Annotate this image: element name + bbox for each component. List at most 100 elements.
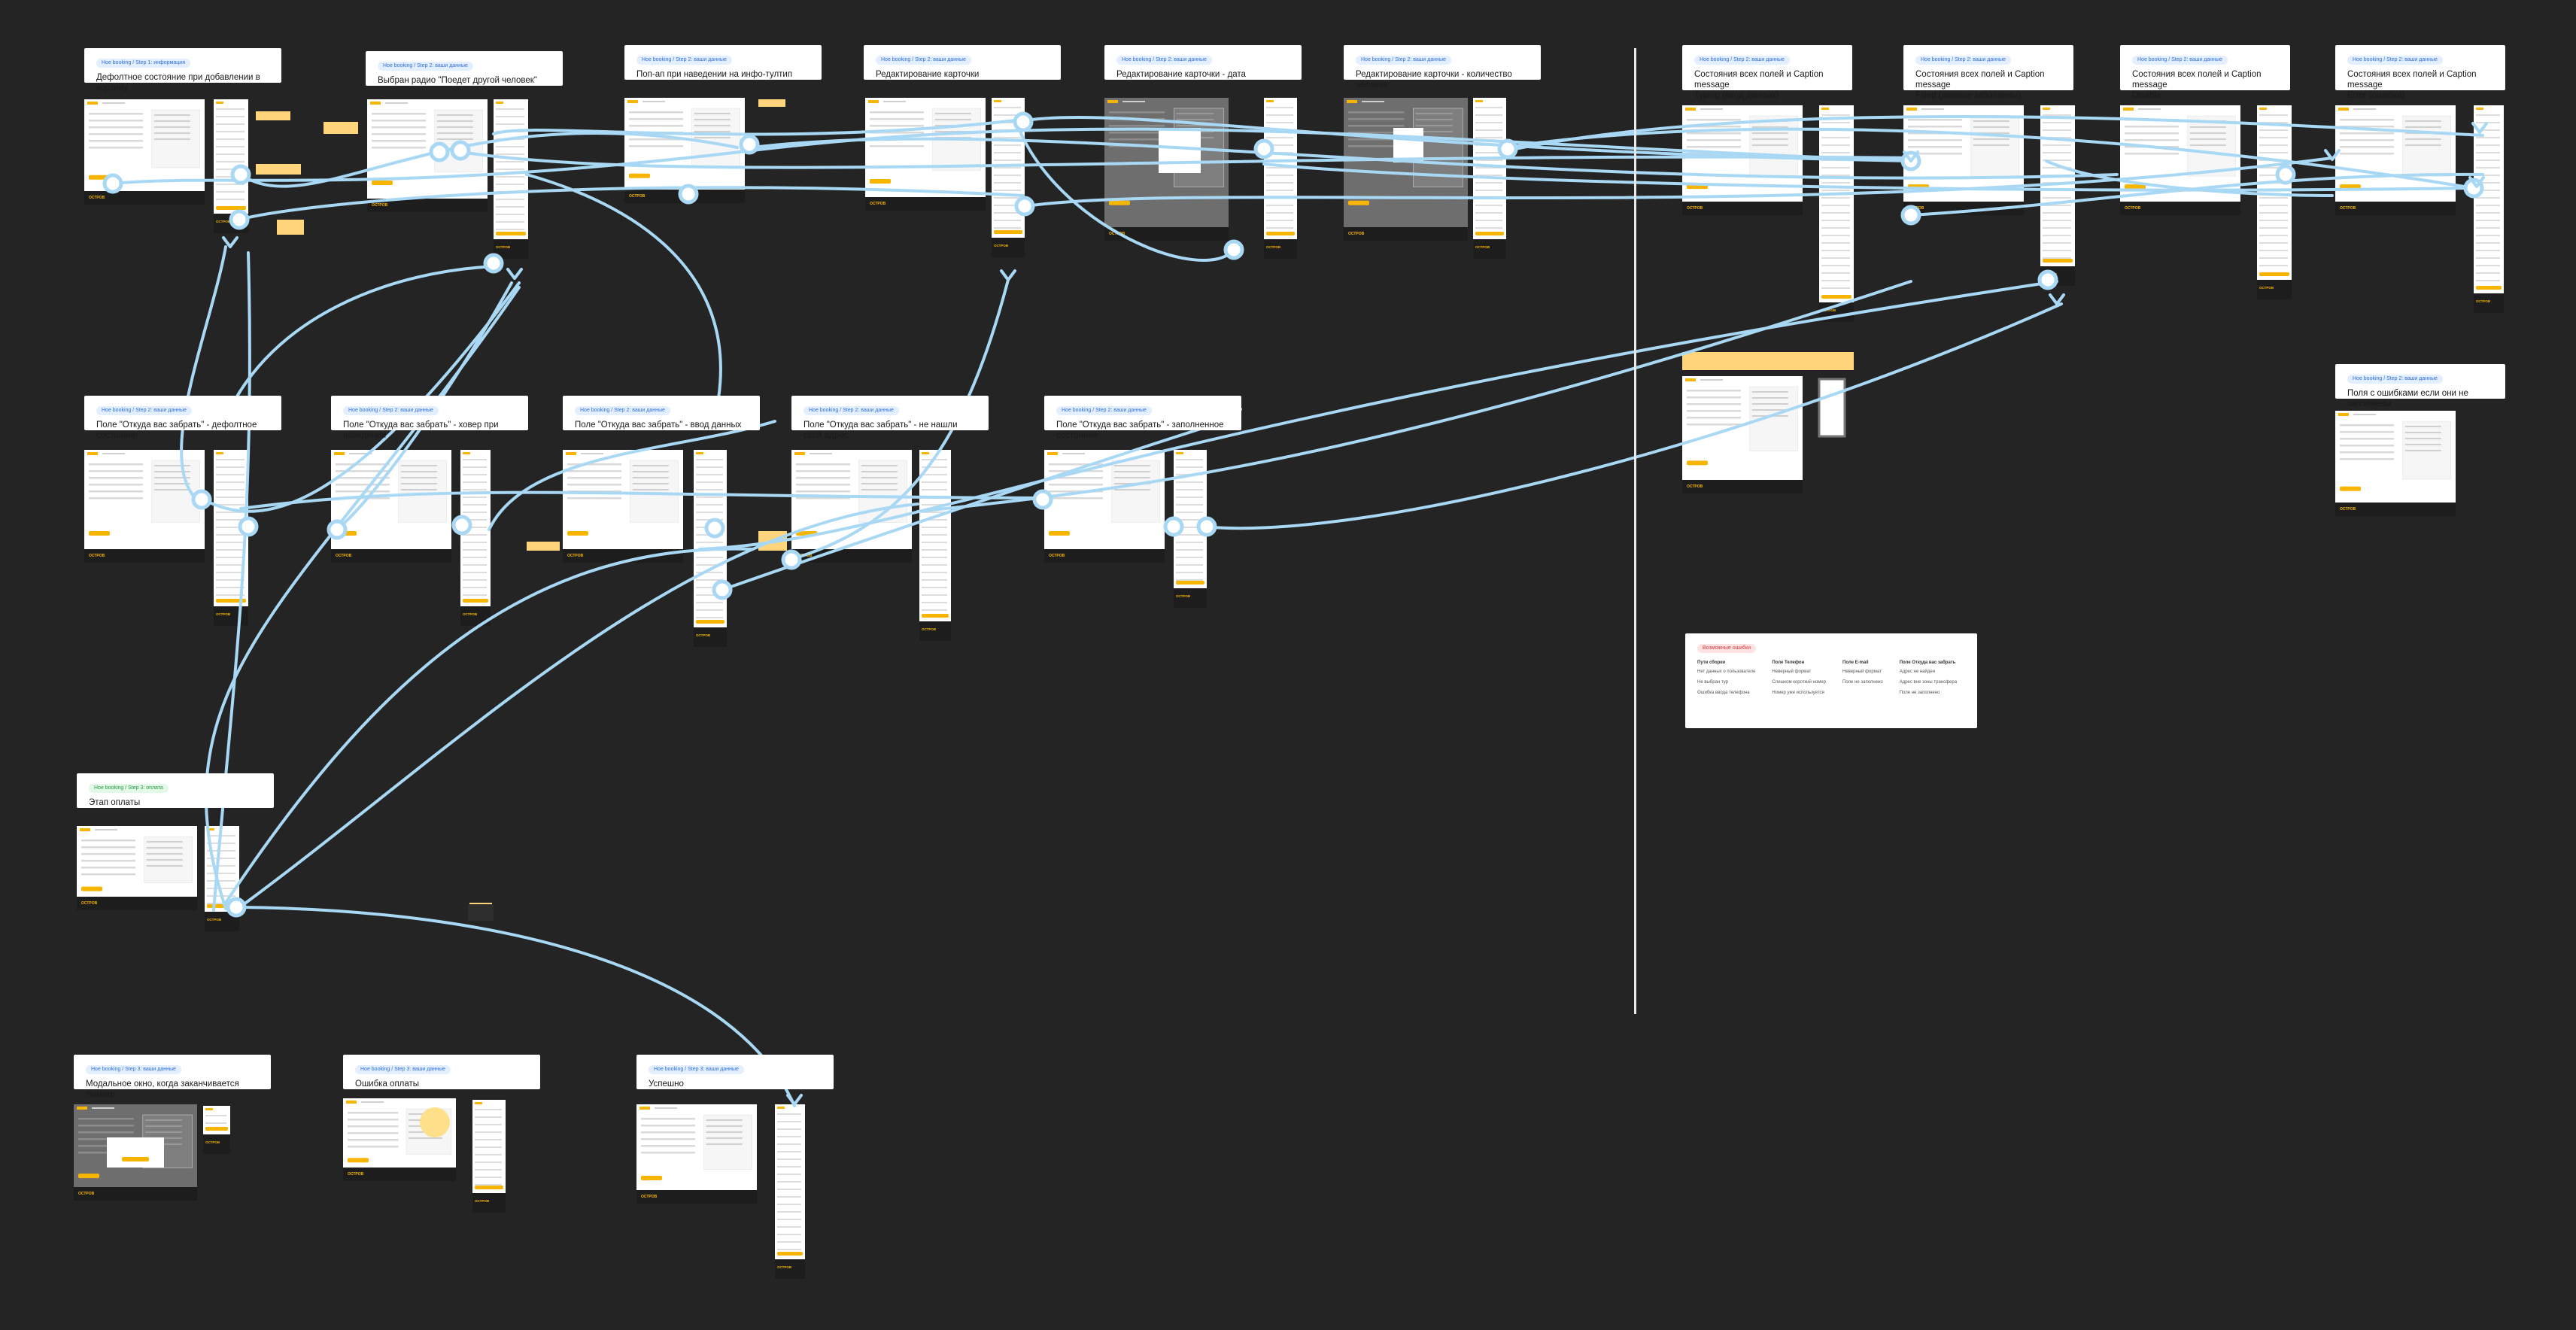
frame-tag: Hoe booking / Step 2: ваши данные [2347, 375, 2443, 384]
mobile-text-line [216, 489, 245, 490]
mobile-text-line [2043, 227, 2071, 229]
mobile-text-line [496, 176, 524, 178]
screen-text-line [2340, 458, 2394, 460]
screen-text-line [1908, 153, 1962, 155]
screen-logo [639, 1107, 650, 1110]
screen-brand: ОСТРОВ [629, 194, 646, 199]
screen-text-line [348, 1112, 399, 1114]
screen-summary-line [146, 865, 183, 867]
screen-summary-line [861, 471, 898, 472]
screen-summary-line [2404, 426, 2441, 427]
screen-summary-line [632, 471, 669, 472]
mobile-text-line [696, 489, 723, 490]
frame-title: Выбран радио "Поедет другой человек" [378, 76, 537, 85]
screen-summary-card [398, 460, 447, 523]
screen-text-line [2340, 146, 2394, 148]
mobile-text-line [1475, 182, 1502, 184]
screen-summary-line [436, 120, 473, 122]
frame-tag: Hoe booking / Step 2: ваши данные [636, 56, 732, 65]
frame-title: Состояния всех полей и Caption message D… [2132, 70, 2262, 100]
mobile-text-line [216, 466, 245, 468]
mobile-logo [2476, 108, 2483, 110]
mobile-logo [1176, 452, 1183, 454]
screen-text-line [89, 133, 143, 135]
screen-text-line [1908, 146, 1962, 148]
screen-footer [1682, 202, 1803, 215]
screen-text-line [89, 147, 143, 149]
mobile-text-line [216, 191, 245, 193]
flow-connector [1025, 156, 2334, 208]
screen-brand: ОСТРОВ [372, 203, 388, 208]
screen-nav-line [2353, 108, 2376, 110]
mobile-text-line [463, 459, 487, 460]
mobile-text-line [463, 481, 487, 483]
flow-connector [202, 281, 521, 513]
frame-tag: Hoe booking / Step 3: ваши данные [355, 1065, 451, 1074]
frame-title: Поле "Откуда вас забрать" - ховер при на… [343, 421, 499, 440]
mobile-cta-button [994, 230, 1022, 234]
mobile-text-line [2476, 167, 2500, 169]
connector-arrowhead [2471, 122, 2488, 134]
frame-title: Ошибка оплаты [355, 1079, 420, 1089]
mobile-text-line [1266, 190, 1293, 191]
legend-column-title: Поле Откуда вас забрать [1899, 660, 1956, 665]
screen-summary-line [409, 1137, 442, 1139]
screen-summary-line [146, 859, 183, 861]
mobile-text-line [496, 206, 524, 208]
screen-brand: ОСТРОВ [2340, 507, 2356, 512]
flow-connector [180, 245, 227, 506]
screen-text-line [567, 484, 621, 486]
screen-summary-card [151, 460, 200, 523]
screen-logo [1906, 108, 1917, 111]
mobile-text-line [2476, 152, 2500, 153]
mobile-text-line [207, 903, 235, 904]
flow-connector [525, 173, 722, 420]
legend-item: Нет данных о пользователе [1697, 670, 1756, 674]
frame-tag: Hoe booking / Step 2: ваши данные [343, 406, 439, 415]
mobile-text-line [2476, 190, 2500, 191]
mobile-text-line [2259, 212, 2288, 214]
screen-nav-line [102, 102, 125, 104]
mobile-text-line [496, 123, 524, 125]
mobile-text-line [1475, 122, 1502, 123]
date-picker-popover [1159, 128, 1201, 173]
screen-logo [566, 452, 576, 455]
connector-start-dot [1013, 111, 1034, 132]
mobile-text-line [777, 1181, 801, 1183]
screen-summary-line [1176, 119, 1214, 120]
mobile-text-line [496, 214, 524, 215]
mobile-text-line [994, 137, 1021, 138]
mobile-text-line [777, 1166, 801, 1168]
screen-brand: ОСТРОВ [1687, 484, 1703, 489]
mobile-text-line [463, 466, 487, 468]
screen-text-line [2125, 132, 2179, 135]
mobile-text-line [922, 587, 947, 588]
mobile-text-line [205, 1115, 226, 1116]
mobile-text-line [216, 519, 245, 521]
screen-brand: ОСТРОВ [81, 901, 98, 906]
mobile-text-line [994, 114, 1021, 116]
screen-text-line [336, 484, 390, 486]
mobile-text-line [475, 1184, 502, 1186]
mobile-text-line [205, 1122, 226, 1124]
legend-item: Адрес не найден [1899, 670, 1936, 674]
mobile-text-line [1176, 557, 1203, 558]
mobile-text-line [216, 579, 245, 581]
screen-summary-line [1751, 403, 1788, 405]
mobile-text-line [463, 572, 487, 573]
screen-summary-line [146, 847, 183, 849]
frame-tag: Hoe booking / Step 2: ваши данные [96, 406, 192, 415]
mobile-text-line [994, 212, 1021, 214]
mobile-text-line [496, 116, 524, 117]
mobile-text-line [1821, 205, 1850, 206]
frame-title: Редактирование карточки [876, 70, 980, 79]
screen-text-line [1687, 403, 1741, 405]
screen-text-line [89, 140, 143, 142]
screen-text-line [1687, 410, 1741, 412]
frame-title: Поле "Откуда вас забрать" - дефолтное со… [96, 421, 257, 440]
frame-title: Поле "Откуда вас забрать" - не нашли сво… [803, 421, 958, 440]
screen-summary-line [436, 126, 473, 128]
